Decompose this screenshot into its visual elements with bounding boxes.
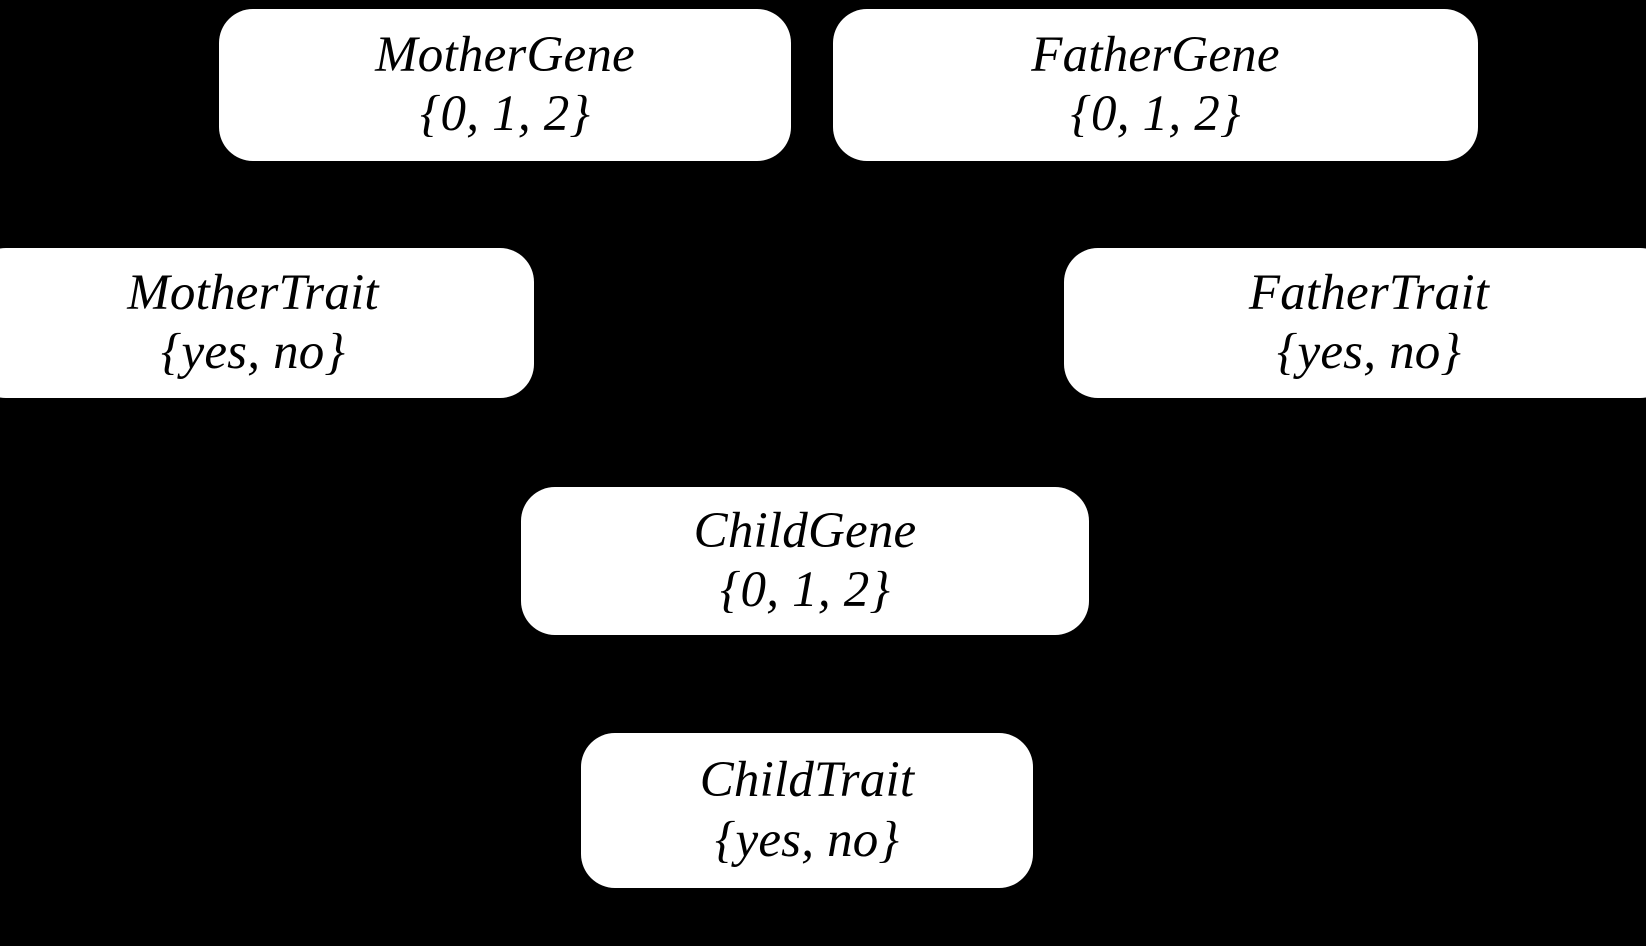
node-child-trait-label: ChildTrait xyxy=(699,752,915,809)
node-father-trait-domain: {yes, no} xyxy=(1276,324,1462,380)
node-child-trait[interactable]: ChildTrait {yes, no} xyxy=(581,733,1033,888)
node-mother-gene-domain: {0, 1, 2} xyxy=(419,86,591,142)
node-father-gene-domain: {0, 1, 2} xyxy=(1070,86,1241,142)
node-mother-trait[interactable]: MotherTrait {yes, no} xyxy=(0,248,534,398)
node-child-gene-label: ChildGene xyxy=(693,502,917,559)
node-father-gene[interactable]: FatherGene {0, 1, 2} xyxy=(833,9,1478,161)
node-mother-gene[interactable]: MotherGene {0, 1, 2} xyxy=(219,9,791,161)
node-mother-gene-label: MotherGene xyxy=(375,26,635,83)
node-mother-trait-domain: {yes, no} xyxy=(160,324,346,380)
edge-mother-gene-to-mother-trait xyxy=(298,159,382,250)
edge-father-gene-to-child-gene xyxy=(928,160,1082,488)
node-father-trait[interactable]: FatherTrait {yes, no} xyxy=(1064,248,1646,398)
node-child-gene-domain: {0, 1, 2} xyxy=(719,562,891,618)
node-mother-trait-label: MotherTrait xyxy=(127,264,379,321)
node-child-trait-domain: {yes, no} xyxy=(714,811,900,868)
edge-father-gene-to-father-trait xyxy=(1219,159,1331,250)
node-father-trait-label: FatherTrait xyxy=(1248,264,1490,321)
edge-mother-gene-to-child-gene xyxy=(558,160,702,488)
node-child-gene[interactable]: ChildGene {0, 1, 2} xyxy=(521,487,1089,635)
node-father-gene-label: FatherGene xyxy=(1031,26,1280,83)
